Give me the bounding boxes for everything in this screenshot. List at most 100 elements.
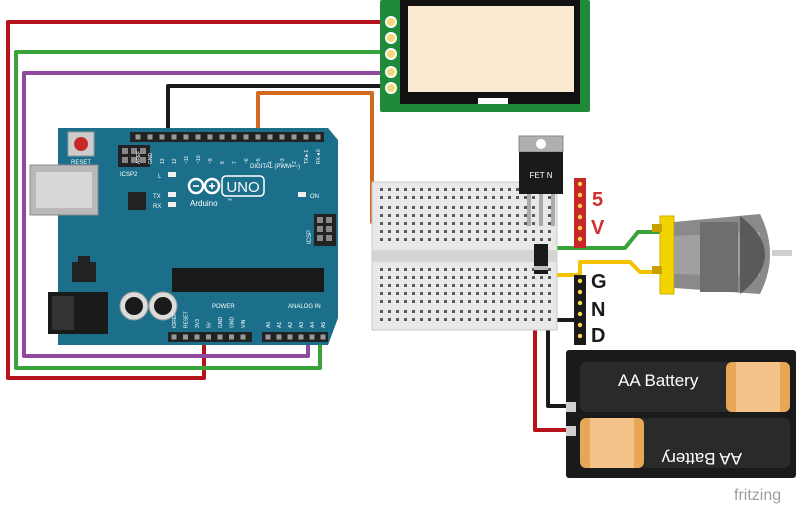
breadboard-hole: [396, 300, 399, 303]
breadboard-hole: [412, 230, 415, 233]
breadboard-hole: [380, 276, 383, 279]
breadboard-hole: [468, 222, 471, 225]
breadboard-hole: [436, 196, 439, 199]
digital-pin-hole: [219, 134, 225, 140]
analog-pin-label: A2: [288, 322, 294, 328]
digital-pin-label: 13: [160, 158, 166, 164]
breadboard-hole: [492, 318, 495, 321]
breadboard-hole: [388, 230, 391, 233]
breadboard-hole: [484, 310, 487, 313]
breadboard-hole: [532, 300, 535, 303]
breadboard-hole: [500, 214, 503, 217]
label-5: 5: [592, 189, 603, 211]
breadboard-hole: [524, 300, 527, 303]
breadboard-hole: [492, 238, 495, 241]
breadboard-hole: [516, 268, 519, 271]
breadboard-hole: [388, 318, 391, 321]
breadboard-hole: [412, 196, 415, 199]
breadboard-hole: [468, 284, 471, 287]
breadboard-hole: [508, 300, 511, 303]
breadboard-hole: [508, 188, 511, 191]
breadboard-hole: [428, 196, 431, 199]
breadboard-hole: [508, 196, 511, 199]
breadboard-hole: [388, 276, 391, 279]
breadboard-hole: [548, 206, 551, 209]
breadboard-hole: [476, 188, 479, 191]
breadboard-hole: [396, 222, 399, 225]
breadboard-hole: [388, 222, 391, 225]
breadboard-hole: [548, 284, 551, 287]
breadboard-hole: [524, 292, 527, 295]
breadboard-hole: [476, 300, 479, 303]
breadboard-hole: [388, 284, 391, 287]
breadboard-hole: [388, 268, 391, 271]
voltage-regulator-small: [72, 262, 96, 282]
breadboard-hole: [420, 318, 423, 321]
breadboard-hole: [452, 292, 455, 295]
breadboard-hole: [524, 238, 527, 241]
breadboard-hole: [500, 222, 503, 225]
breadboard-hole: [476, 196, 479, 199]
wire-black-battery: [546, 318, 580, 408]
breadboard-hole: [548, 268, 551, 271]
breadboard-hole: [436, 268, 439, 271]
breadboard-hole: [468, 292, 471, 295]
breadboard-hole: [492, 214, 495, 217]
breadboard-hole: [436, 276, 439, 279]
breadboard-hole: [436, 292, 439, 295]
breadboard-hole: [524, 196, 527, 199]
digital-pin-label: 8: [220, 161, 226, 164]
breadboard-hole: [412, 222, 415, 225]
digital-pin-hole: [243, 134, 249, 140]
breadboard-hole: [516, 230, 519, 233]
breadboard-hole: [404, 230, 407, 233]
power-pin-label: IOREF: [172, 313, 178, 328]
breadboard-hole: [404, 276, 407, 279]
breadboard-hole: [388, 300, 391, 303]
breadboard-hole: [516, 292, 519, 295]
breadboard-hole: [380, 300, 383, 303]
breadboard-hole: [468, 230, 471, 233]
breadboard-hole: [404, 318, 407, 321]
power-pin-label: 3V3: [195, 319, 201, 328]
digital-pin-label: 4: [268, 161, 274, 164]
breadboard-hole: [476, 318, 479, 321]
led-tx: [168, 192, 176, 197]
breadboard-hole: [476, 268, 479, 271]
breadboard-hole: [404, 310, 407, 313]
digital-pin-hole: [147, 134, 153, 140]
breadboard-hole: [396, 196, 399, 199]
breadboard-hole: [452, 214, 455, 217]
fritzing-watermark: fritzing: [734, 487, 781, 504]
uno-label: UNO: [226, 179, 259, 196]
breadboard-hole: [420, 214, 423, 217]
header-gnd: G N D: [574, 271, 607, 347]
breadboard-hole: [380, 284, 383, 287]
uno-badge: [221, 175, 265, 197]
breadboard-hole: [460, 318, 463, 321]
breadboard-hole: [468, 318, 471, 321]
analog-pin-hole: [309, 334, 315, 340]
breadboard-hole: [460, 276, 463, 279]
breadboard-hole: [412, 206, 415, 209]
breadboard-hole: [508, 238, 511, 241]
breadboard-hole: [396, 188, 399, 191]
breadboard-hole: [412, 300, 415, 303]
breadboard-hole: [396, 214, 399, 217]
analog-label: ANALOG IN: [288, 304, 321, 310]
breadboard-hole: [420, 230, 423, 233]
digital-label: DIGITAL (PWM=~): [250, 164, 300, 170]
breadboard-hole: [484, 196, 487, 199]
breadboard-hole: [508, 206, 511, 209]
breadboard-hole: [484, 188, 487, 191]
mosfet: FET N: [518, 135, 564, 226]
breadboard-hole: [540, 284, 543, 287]
breadboard-hole: [404, 188, 407, 191]
breadboard-hole: [524, 214, 527, 217]
reset-button: [67, 131, 95, 157]
breadboard-hole: [516, 214, 519, 217]
breadboard-hole: [524, 276, 527, 279]
breadboard-hole: [500, 268, 503, 271]
breadboard-hole: [404, 238, 407, 241]
